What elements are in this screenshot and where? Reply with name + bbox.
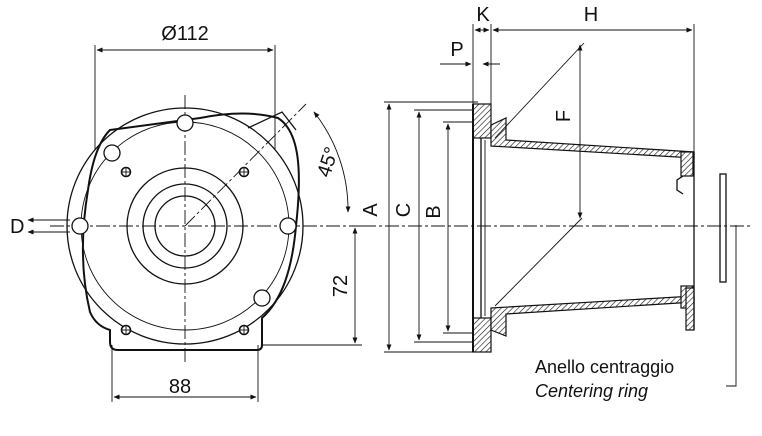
h-label: H [584, 4, 598, 26]
d-label: D [10, 216, 24, 238]
front-view: Ø112 88 72 45° D [10, 23, 362, 402]
height-label: 72 [330, 275, 352, 297]
flange-section-bottom [472, 317, 492, 353]
mounting-bolt [120, 324, 132, 336]
c-label: C [393, 203, 415, 217]
flange-hole-top [176, 114, 194, 132]
side-view: A C B F K [360, 4, 750, 387]
end-flange-tab [685, 287, 695, 331]
hub-middle [142, 183, 228, 269]
flange-hole-right [279, 217, 297, 235]
keyway-notch [676, 175, 684, 195]
k-label: K [476, 4, 490, 26]
flange-hole-left [71, 217, 89, 235]
angle-arc [313, 111, 351, 213]
diameter-label: Ø112 [161, 23, 208, 45]
shaft-bore [154, 195, 216, 257]
caption-leader [726, 225, 737, 387]
housing-wall-bottom [490, 295, 695, 337]
mounting-bolt [120, 166, 132, 178]
flange-hole-lower-right [253, 289, 271, 307]
caption-english: Centering ring [535, 381, 648, 401]
f-diagonal [494, 42, 585, 139]
angle-label: 45° [313, 144, 343, 180]
mounting-bolt [238, 324, 250, 336]
flange-section-top [472, 103, 492, 139]
f-diagonal-lower [494, 217, 583, 307]
caption-italian: Anello centraggio [535, 357, 674, 377]
b-label: B [423, 205, 445, 218]
width-label: 88 [169, 376, 191, 398]
housing-wall-top [490, 117, 695, 159]
p-label: P [450, 39, 463, 61]
centering-ring [719, 173, 727, 283]
diagonal-centerline [184, 103, 307, 227]
flange-hole-upper-left [103, 144, 121, 162]
hub-outer [126, 167, 244, 285]
end-flange-top [680, 151, 694, 177]
outer-flange [66, 107, 304, 345]
adapter-ear [247, 111, 297, 131]
mounting-bolt [238, 166, 250, 178]
a-label: A [360, 203, 382, 217]
f-label: F [553, 110, 575, 122]
